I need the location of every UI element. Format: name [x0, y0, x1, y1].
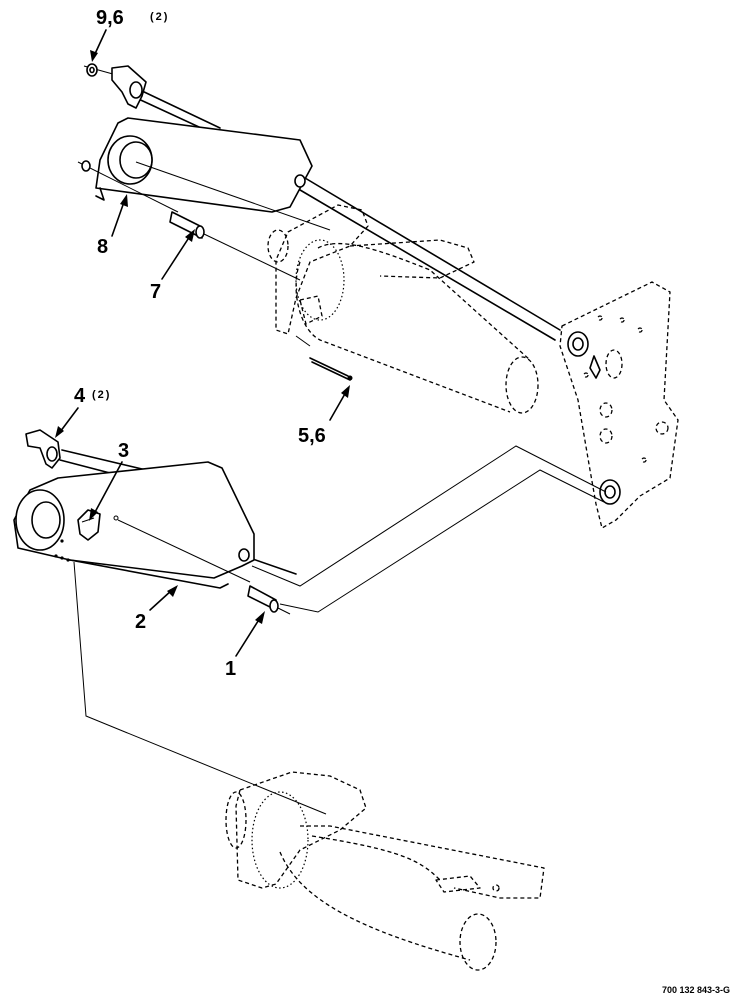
drawing-number: 700 132 843-3-G	[662, 985, 730, 995]
shield-8	[95, 117, 331, 231]
label-9-6: 9,6	[96, 7, 124, 29]
side-plate	[559, 281, 679, 529]
callout-5-6: 5,6	[298, 385, 350, 447]
callout-2: 2	[135, 585, 178, 633]
shield-3	[77, 509, 101, 541]
spacer-1	[117, 519, 291, 615]
upper-bracket	[111, 65, 147, 109]
lower-frame	[225, 771, 545, 971]
callout-1: 1	[225, 611, 265, 680]
connection-lines	[73, 445, 607, 815]
bolt-5-6	[295, 335, 353, 381]
label-4: 4	[74, 385, 86, 407]
callout-4: 4 (2)	[55, 385, 111, 438]
upper-rod	[83, 65, 561, 341]
lower-assembly	[13, 429, 607, 971]
upper-assembly	[77, 63, 561, 414]
label-2: 2	[135, 611, 146, 633]
upper-frame	[267, 204, 539, 414]
label-8: 8	[97, 236, 108, 258]
nut-9-6	[86, 63, 98, 77]
label-7: 7	[150, 281, 161, 303]
label-3: 3	[118, 440, 129, 462]
callout-9-6: 9,6 (2)	[90, 7, 169, 62]
callout-3: 3	[89, 440, 129, 521]
label-9-6-qty: (2)	[150, 11, 169, 23]
callout-7: 7	[150, 229, 195, 303]
bracket-4	[25, 429, 61, 469]
label-4-qty: (2)	[92, 389, 111, 401]
label-1: 1	[225, 658, 236, 680]
label-5-6: 5,6	[298, 425, 326, 447]
spacer-7	[77, 160, 301, 281]
shield-2	[13, 461, 255, 589]
callout-8: 8	[97, 194, 128, 258]
